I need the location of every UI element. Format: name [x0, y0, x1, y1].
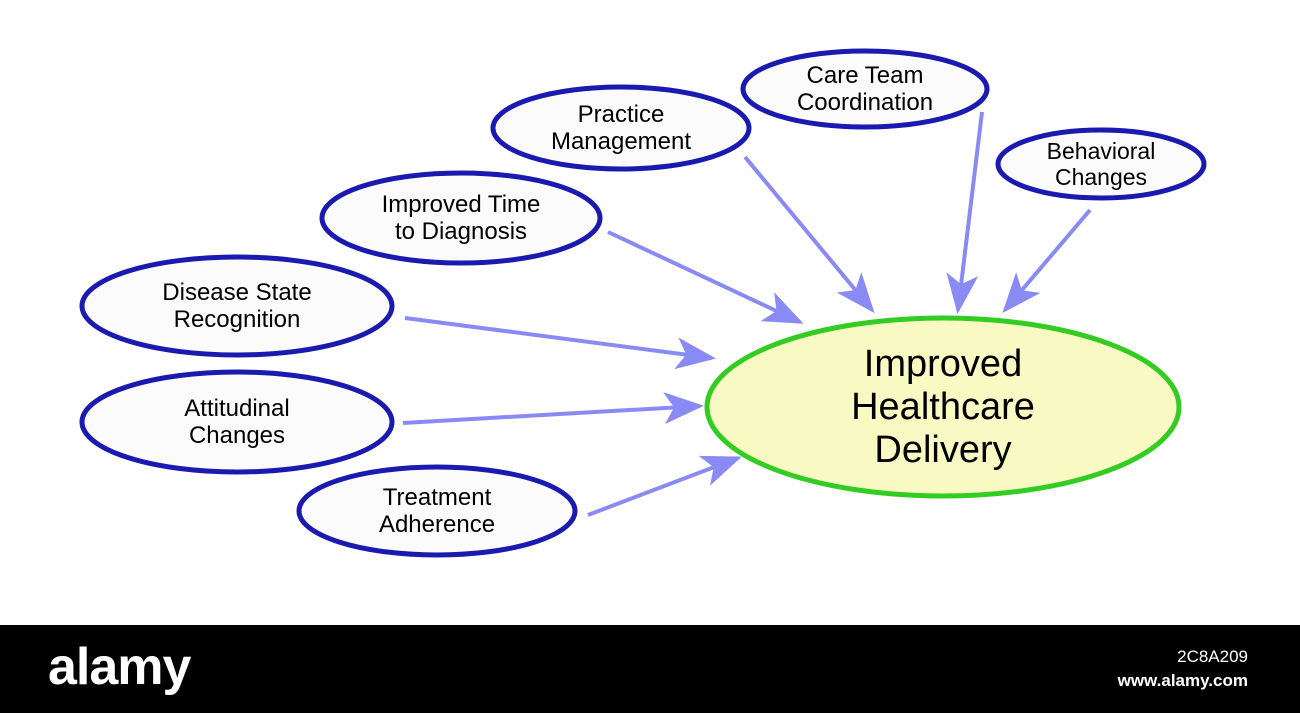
node-label-line: Practice: [578, 101, 665, 128]
node-ellipse: [490, 84, 752, 172]
image-id: 2C8A209: [1177, 647, 1248, 666]
node-ellipse: [740, 48, 990, 130]
center-ellipse: [704, 315, 1182, 499]
node-label-line: Care Team: [807, 62, 924, 89]
arrow-treatment-adherence: [587, 455, 742, 517]
node-label-line: to Diagnosis: [395, 218, 527, 245]
arrows-layer: [402, 111, 1092, 517]
arrow-behavioral-changes: [1002, 208, 1092, 314]
node-label-line: Changes: [1055, 164, 1147, 190]
node-ellipse: [296, 464, 578, 558]
node-label-line: Coordination: [797, 89, 933, 116]
node-ellipse: [319, 170, 603, 266]
site-url: www.alamy.com: [1117, 671, 1248, 690]
center-label-line: Delivery: [874, 429, 1011, 471]
arrow-attitudinal-changes: [402, 392, 704, 425]
node-label-line: Recognition: [174, 306, 301, 333]
node-label-line: Behavioral: [1047, 138, 1156, 164]
node-label-line: Disease State: [162, 279, 311, 306]
node-ellipse: [79, 369, 395, 475]
node-label-line: Attitudinal: [184, 395, 289, 422]
node-label-line: Management: [551, 128, 691, 155]
center-label-line: Improved: [864, 343, 1022, 385]
arrow-improved-time-to-diagnosis: [607, 230, 804, 324]
arrow-practice-management: [743, 155, 875, 314]
alamy-logo: alamy: [48, 638, 191, 696]
node-label-line: Improved Time: [382, 191, 541, 218]
arrow-disease-state-recognition: [404, 316, 716, 370]
node-label-line: Treatment: [383, 484, 492, 511]
node-label-line: Changes: [189, 422, 285, 449]
node-ellipse: [79, 254, 395, 358]
footer-bar: alamy 2C8A209 www.alamy.com: [0, 625, 1300, 713]
node-label-line: Adherence: [379, 511, 495, 538]
arrow-care-team-coordination: [946, 111, 984, 314]
node-ellipse: [995, 127, 1207, 201]
center-label-line: Healthcare: [851, 386, 1035, 428]
